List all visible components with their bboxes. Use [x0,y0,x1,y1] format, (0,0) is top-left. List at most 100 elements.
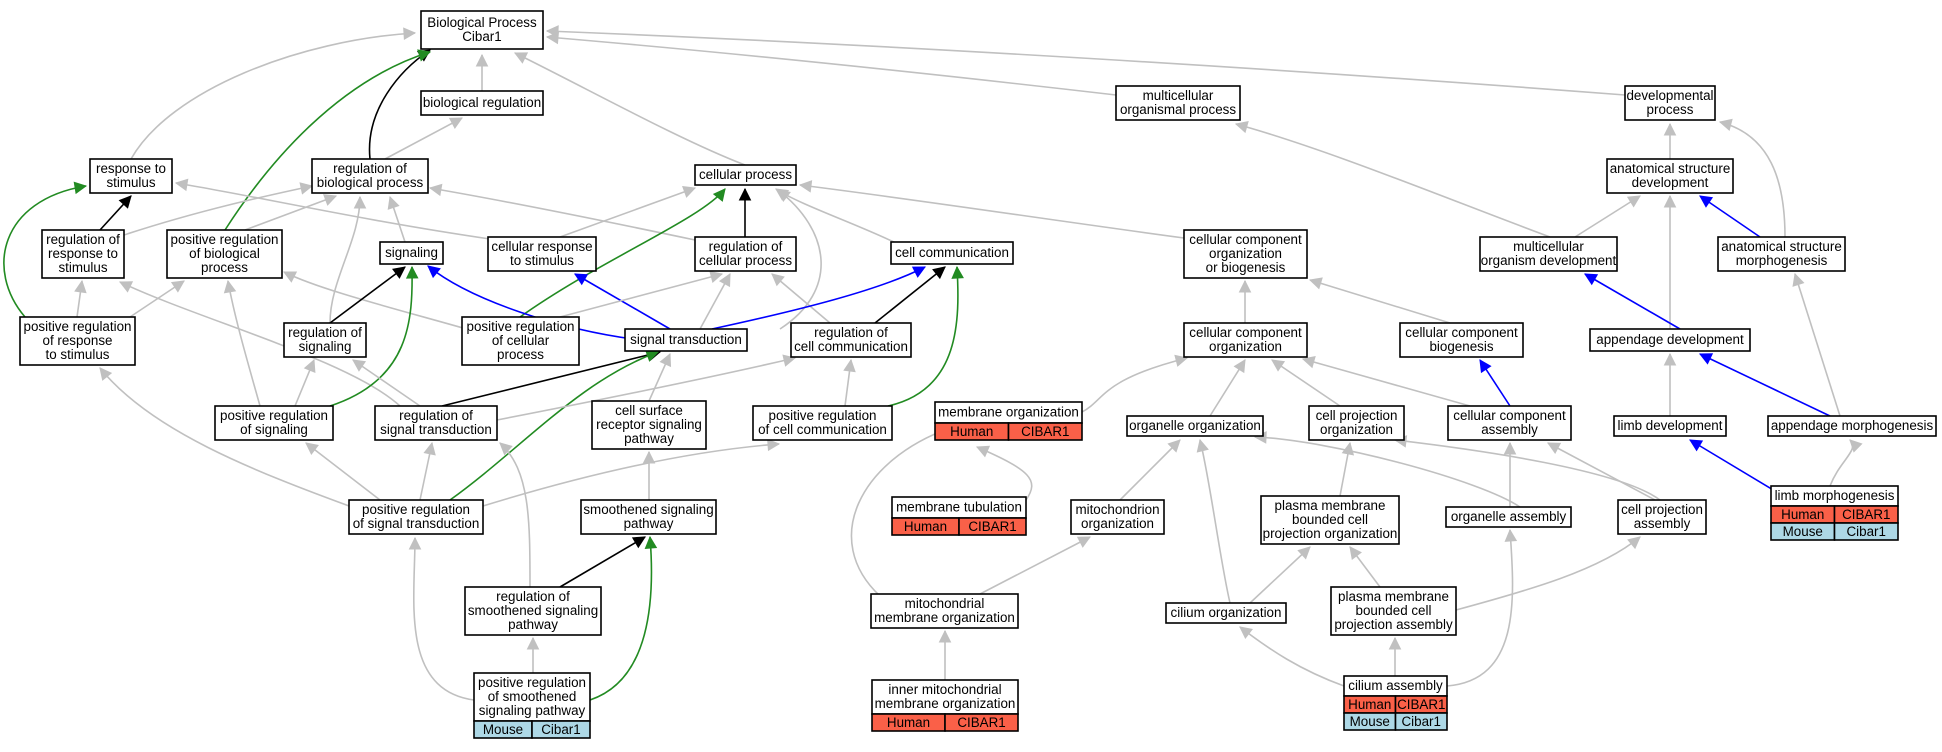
edge-regresp-to-regbp [123,182,314,236]
edge-line [119,281,401,407]
edge-regsig-to-regbp [329,195,367,324]
edge-line [496,357,796,421]
term-label: smoothened signaling [468,603,598,618]
term-label: of cellular [492,333,550,348]
arrowhead [1174,354,1189,367]
edge-asmorph-to-devproc [1718,118,1786,238]
term-node-bioreg[interactable]: biological regulation [420,90,544,116]
edge-mitoorg-to-orgorg [1119,439,1181,501]
arrowhead [405,265,419,279]
term-box [283,322,367,358]
edge-line [1584,273,1681,330]
term-node-appmorph[interactable]: appendage morphogenesis [1767,415,1937,437]
edge-line [130,32,416,160]
edge-line [546,36,1117,96]
term-node-limbdev[interactable]: limb development [1613,415,1727,437]
arrowhead [448,117,463,129]
arrowhead [682,185,697,198]
edge-line [1719,121,1786,238]
term-label: assembly [1481,422,1538,437]
edge-mitomem-to-mitoorg [979,536,1091,595]
term-node-orgasm[interactable]: organelle assembly [1445,506,1572,528]
term-node-sigtrans[interactable]: signal transduction [624,328,748,352]
term-label: bounded cell [1292,512,1368,527]
term-label: regulation of [399,408,473,423]
term-box [1445,506,1572,528]
term-label: organization [1209,246,1282,261]
term-label: multicellular [1143,88,1214,103]
edge-cpo-to-cco [1271,359,1341,407]
term-node-cellcomm[interactable]: cell communication [890,241,1014,265]
term-label: appendage morphogenesis [1771,418,1934,433]
term-node-appdev[interactable]: appendage development [1589,328,1751,352]
term-box [311,158,429,194]
arrowhead [1698,353,1714,365]
edge-line [850,427,951,597]
species-name: Human [904,519,947,534]
edge-line [1829,439,1854,487]
term-box [1115,85,1241,121]
edge-posregresp-to-posregbp [129,280,185,318]
arrowhead [1479,359,1492,374]
arrowhead [642,450,656,464]
term-label: process [497,347,544,362]
term-node-cellproc[interactable]: cellular process [694,164,797,186]
term-node-signaling[interactable]: signaling [379,241,444,265]
edge-orgasm-to-cca [1503,441,1517,507]
edge-posregsig-to-regsig [294,358,316,407]
edge-line [1455,536,1641,611]
term-node-orgorg[interactable]: organelle organization [1126,415,1264,437]
arrowhead [644,535,658,549]
term-box [871,679,1019,715]
edge-posregst-to-posregresp [99,367,361,511]
term-node-ciliumorg[interactable]: cilium organization [1165,602,1287,624]
term-box [379,241,444,265]
edge-line [482,443,780,507]
edge-line [1271,359,1341,407]
arrowhead [771,273,785,287]
term-label: multicellular [1513,239,1584,254]
